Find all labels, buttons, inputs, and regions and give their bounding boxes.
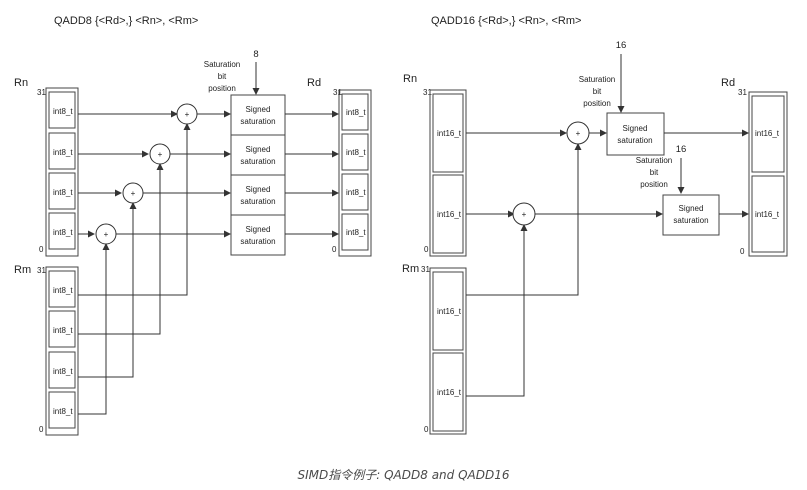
sat16-box-0-l1: Signed	[679, 204, 704, 213]
figure-caption: SIMD指令例子: QADD8 and QADD16	[297, 468, 510, 482]
rd-label: Rd	[307, 77, 321, 89]
rm-label: Rm	[14, 264, 31, 276]
qadd8-adders	[95, 103, 198, 245]
adder-1-plus: +	[131, 189, 136, 198]
qadd8-title: QADD8 {<Rd>,} <Rn>, <Rm>	[54, 15, 198, 27]
rd16-bit31: 31	[738, 88, 747, 97]
rd-lane-3: int8_t	[346, 108, 366, 117]
rd-register	[338, 89, 372, 257]
sat-box-2-l1: Signed	[246, 145, 271, 154]
adder16-0-plus: +	[522, 210, 527, 219]
adder-0-plus: +	[104, 230, 109, 239]
qadd16-adders	[512, 121, 590, 226]
rn16-register	[429, 89, 467, 257]
rm16-label: Rm	[402, 263, 419, 275]
sat-box-2-l2: saturation	[240, 157, 275, 166]
sat16-label-top-l1: Saturation	[579, 75, 615, 84]
qadd8-panel: QADD8 {<Rd>,} <Rn>, <Rm> Rn 31 0 int8_t …	[14, 15, 372, 436]
rd-bit0: 0	[332, 245, 337, 254]
rn16-bit0: 0	[424, 245, 429, 254]
sat16-box-1-l2: saturation	[617, 136, 652, 145]
sat-box-0-l1: Signed	[246, 225, 271, 234]
rm-bit0: 0	[39, 425, 44, 434]
sat-box-1-l2: saturation	[240, 197, 275, 206]
rm-lane-0: int8_t	[53, 407, 73, 416]
sat16-value-bottom: 16	[676, 144, 687, 155]
rn-lane-1: int8_t	[53, 188, 73, 197]
rn-bit0: 0	[39, 245, 44, 254]
rm16-bit0: 0	[424, 425, 429, 434]
rm16-register	[429, 267, 467, 435]
sat16-box-1-l1: Signed	[623, 124, 648, 133]
sat-box-1-l1: Signed	[246, 185, 271, 194]
rd16-lane-0: int16_t	[755, 210, 780, 219]
adder-3-plus: +	[185, 110, 190, 119]
rm-bit31: 31	[37, 266, 46, 275]
sat-label-line2: bit	[218, 72, 227, 81]
sat-label-line1: Saturation	[204, 60, 240, 69]
sat16-label-bottom-l1: Saturation	[636, 156, 672, 165]
sat16-label-bottom-l2: bit	[650, 168, 659, 177]
rn-label: Rn	[14, 77, 28, 89]
adder-2-plus: +	[158, 150, 163, 159]
qadd8-wires	[78, 110, 339, 415]
rd16-bit0: 0	[740, 247, 745, 256]
rn16-label: Rn	[403, 73, 417, 85]
signed-saturation16-boxes	[606, 112, 720, 236]
rd-lane-1: int8_t	[346, 188, 366, 197]
rm-lane-3: int8_t	[53, 286, 73, 295]
rd-bit31: 31	[333, 88, 342, 97]
sat16-value-top: 16	[616, 40, 627, 51]
rn16-lane-1: int16_t	[437, 129, 462, 138]
adder16-1-plus: +	[576, 129, 581, 138]
qadd16-wires	[466, 129, 749, 397]
rd16-label: Rd	[721, 77, 735, 89]
sat-label-line3: position	[208, 84, 236, 93]
rm-register	[45, 266, 79, 436]
rn16-bit31: 31	[423, 88, 432, 97]
rn-lane-0: int8_t	[53, 228, 73, 237]
rm16-lane-0: int16_t	[437, 388, 462, 397]
sat16-label-top-l2: bit	[593, 87, 602, 96]
rm-lane-1: int8_t	[53, 367, 73, 376]
rd-lane-0: int8_t	[346, 228, 366, 237]
rm16-lane-1: int16_t	[437, 307, 462, 316]
rd16-lane-1: int16_t	[755, 129, 780, 138]
rm-lane-2: int8_t	[53, 326, 73, 335]
sat-value: 8	[253, 49, 258, 60]
rm16-bit31: 31	[421, 265, 430, 274]
rn16-lane-0: int16_t	[437, 210, 462, 219]
qadd16-title: QADD16 {<Rd>,} <Rn>, <Rm>	[431, 15, 581, 27]
qadd16-panel: QADD16 {<Rd>,} <Rn>, <Rm> Rn 31 0 int16_…	[402, 15, 788, 435]
rd16-register	[748, 91, 788, 257]
signed-saturation-stack	[230, 94, 286, 256]
sat-box-3-l2: saturation	[240, 117, 275, 126]
rn-bit31: 31	[37, 88, 46, 97]
rn-lane-3: int8_t	[53, 107, 73, 116]
sat-box-3-l1: Signed	[246, 105, 271, 114]
rn-lane-2: int8_t	[53, 148, 73, 157]
rn-register	[45, 87, 79, 257]
sat-box-0-l2: saturation	[240, 237, 275, 246]
sat16-label-bottom-l3: position	[640, 180, 668, 189]
rd-lane-2: int8_t	[346, 148, 366, 157]
sat16-box-0-l2: saturation	[673, 216, 708, 225]
sat16-label-top-l3: position	[583, 99, 611, 108]
